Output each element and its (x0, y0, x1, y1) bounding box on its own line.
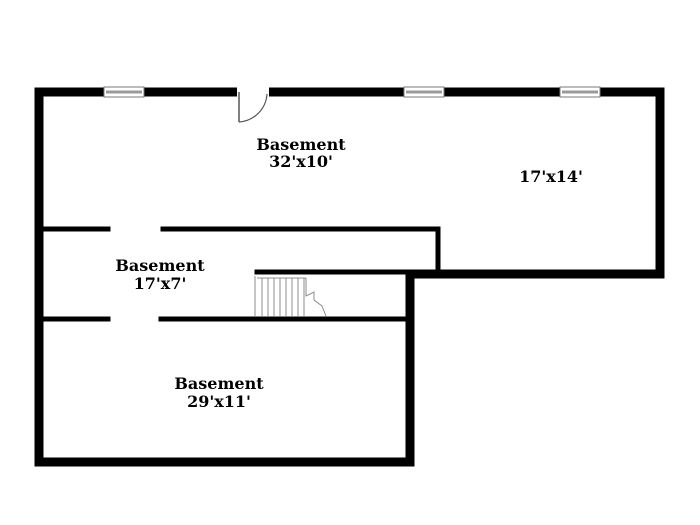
exterior-walls (34, 87, 665, 467)
room-labels: Basement 32'x10' 17'x14' Basement 17'x7'… (115, 135, 583, 411)
window (403, 86, 445, 98)
door (237, 86, 269, 123)
window (103, 86, 145, 98)
room-dimensions-basement-upper-east: 17'x14' (519, 167, 583, 186)
room-name-basement-middle: Basement (115, 256, 205, 275)
room-name-basement-upper: Basement (256, 135, 346, 154)
stairs (254, 276, 327, 317)
room-dimensions-basement-lower: 29'x11' (187, 392, 251, 411)
room-name-basement-lower: Basement (174, 374, 264, 393)
window (559, 86, 601, 98)
interior-walls (38, 226, 441, 322)
windows (103, 86, 601, 98)
room-dimensions-basement-middle: 17'x7' (134, 274, 187, 293)
room-dimensions-basement-upper: 32'x10' (269, 152, 333, 171)
door-swing-arc (238, 93, 268, 123)
